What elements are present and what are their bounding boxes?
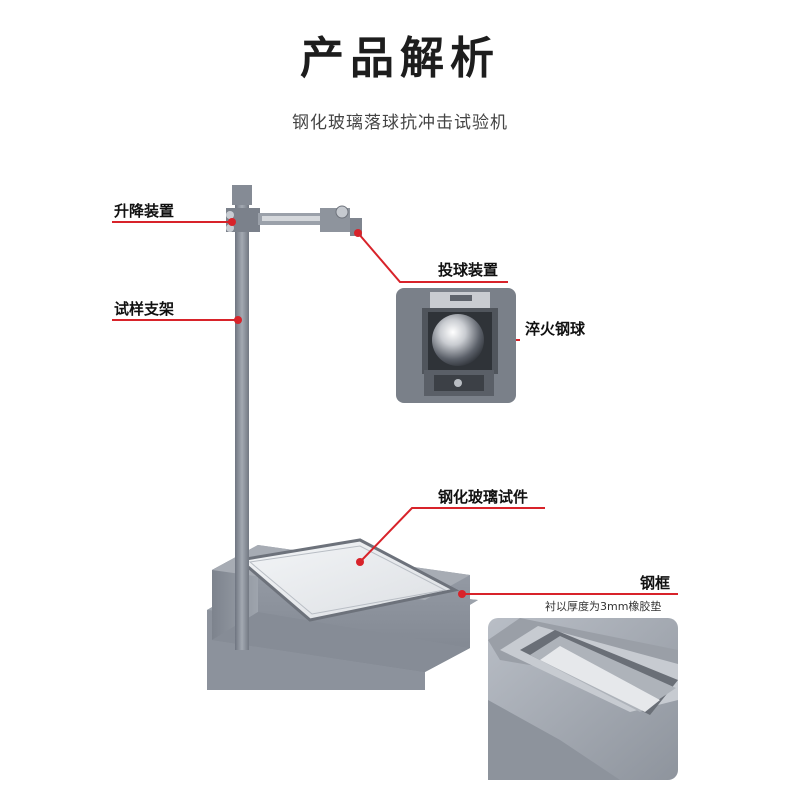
frame-zoom [488,618,678,780]
callout-line-specimen [359,507,545,563]
label-quenched-ball: 淬火钢球 [525,320,586,338]
callout-line-drop [357,232,508,283]
label-specimen-stand: 试样支架 [114,300,175,318]
drop-device-zoom [396,288,516,403]
label-drop-device: 投球装置 [438,261,499,279]
page-title: 产品解析 [300,33,500,84]
label-glass-specimen: 钢化玻璃试件 [438,488,529,506]
glass-specimen [236,538,460,622]
stand-pole [235,185,249,650]
note-rubber-pad: 衬以厚度为3mm橡胶垫 [545,600,662,613]
label-lift-device: 升降装置 [114,202,175,220]
label-steel-frame: 钢框 [640,574,671,592]
page-subtitle: 钢化玻璃落球抗冲击试验机 [292,113,508,133]
